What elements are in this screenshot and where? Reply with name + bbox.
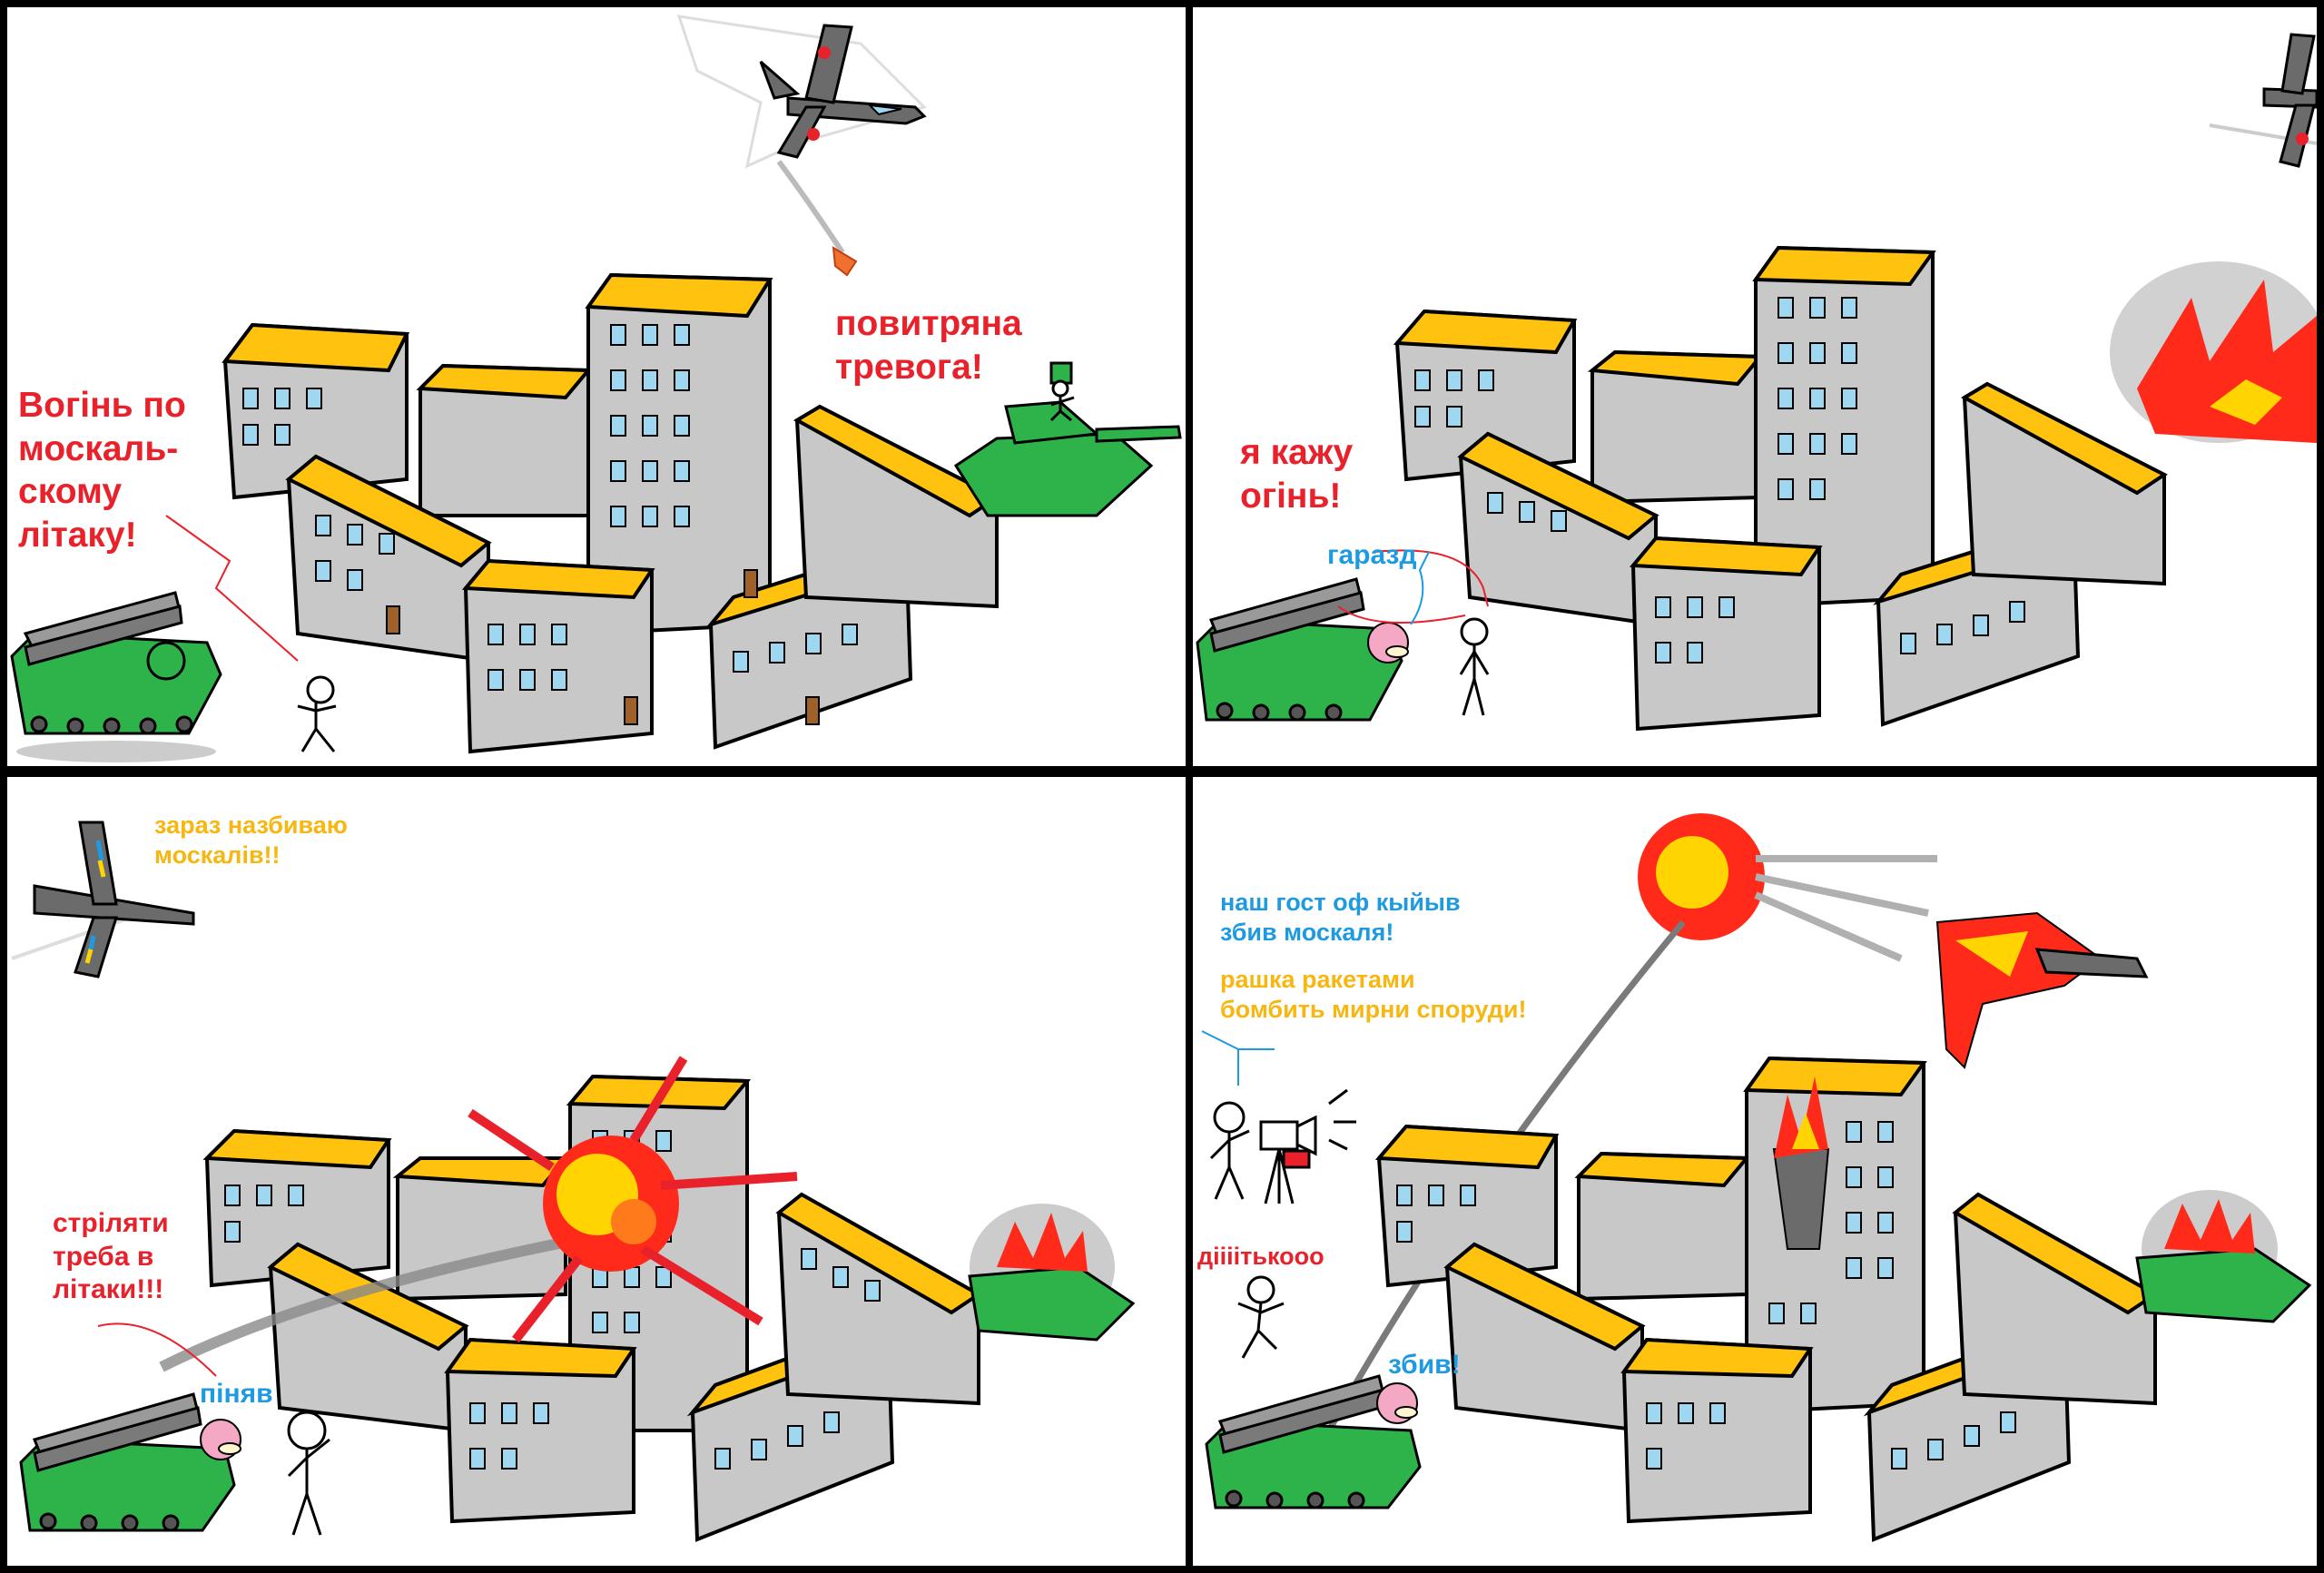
green-tank-icon <box>953 361 1182 517</box>
fired-text: піняв <box>200 1379 273 1409</box>
panel-4-art <box>1201 813 2312 1542</box>
windows <box>242 324 858 691</box>
windows <box>1414 297 2025 664</box>
say-fire-text: я кажу огінь! <box>1240 433 1354 516</box>
russian-jet-icon <box>2209 33 2317 168</box>
buk-launcher-icon <box>1196 577 1403 722</box>
shadow <box>16 741 216 762</box>
speech-pointer-blue <box>1201 1030 1275 1086</box>
cry-text: діііітькооо <box>1197 1243 1324 1270</box>
camera-crew-icon <box>1209 1088 1356 1204</box>
russian-jet-icon <box>676 15 927 169</box>
bomb-trail <box>776 160 845 254</box>
buk-launcher-icon <box>10 591 222 735</box>
speech-pointer <box>1337 549 1489 624</box>
news-blue-text: наш гост оф кыйыв збив москаля! <box>1220 889 1461 946</box>
burning-tank-icon <box>968 1204 1136 1342</box>
ok-text: гаразд <box>1327 540 1417 570</box>
slowpoke-icon <box>200 1419 241 1460</box>
explosion-icon <box>2110 261 2317 443</box>
ukrainian-jet-icon <box>11 821 195 978</box>
buildings-icon <box>1393 245 2168 732</box>
buk-launcher-icon <box>1205 1374 1422 1509</box>
panel-4: наш гост оф кыйыв збив москаля! рашка ра… <box>1193 777 2317 1566</box>
speech-pointer <box>97 1322 217 1377</box>
burning-building-icon <box>1772 1077 1830 1250</box>
falling-jet-icon <box>1935 911 2149 1069</box>
panel-2-art <box>1196 33 2317 732</box>
doors <box>386 569 820 725</box>
burning-tank-icon <box>2135 1190 2312 1323</box>
panel-3-art <box>11 821 1136 1542</box>
slowpoke-icon <box>1367 622 1409 664</box>
panel-3: зараз назбиваю москалів!! стріляти треба… <box>7 777 1186 1566</box>
stick-figure-icon <box>1049 379 1075 422</box>
stick-figure-icon <box>1237 1275 1285 1359</box>
shot-down-text: збив! <box>1388 1350 1461 1380</box>
panel-2: я кажу огінь! гаразд <box>1193 7 2317 766</box>
fire-order-text: Вогінь по москаль- скому літаку! <box>18 386 186 555</box>
panel-1: повитряна тревога! Вогінь по москаль- ск… <box>7 7 1186 766</box>
stick-figure-icon <box>287 1411 330 1536</box>
stick-figure-icon <box>297 675 337 752</box>
buk-launcher-icon <box>19 1392 236 1532</box>
slowpoke-icon <box>1376 1382 1418 1424</box>
buildings-icon <box>1374 1056 2159 1542</box>
air-raid-text: повитряна тревога! <box>835 304 1022 387</box>
ukr-jet-text: зараз назбиваю москалів!! <box>154 811 348 869</box>
news-yellow-text: рашка ракетами бомбить мирни споруди! <box>1220 966 1527 1023</box>
bomb-icon <box>832 246 858 277</box>
explosion-icon <box>468 1056 798 1343</box>
missile-trail <box>159 1225 626 1372</box>
speech-pointer-blue <box>1410 551 1430 625</box>
panel-1-art <box>10 15 1182 762</box>
shoot-planes-text: стріляти треба в літаки!!! <box>53 1208 169 1305</box>
stick-figure-icon <box>1459 617 1490 716</box>
speech-pointer <box>165 515 299 662</box>
buildings-icon <box>222 272 1000 754</box>
windows <box>1396 1121 2016 1470</box>
explosion-icon <box>1638 813 1937 962</box>
